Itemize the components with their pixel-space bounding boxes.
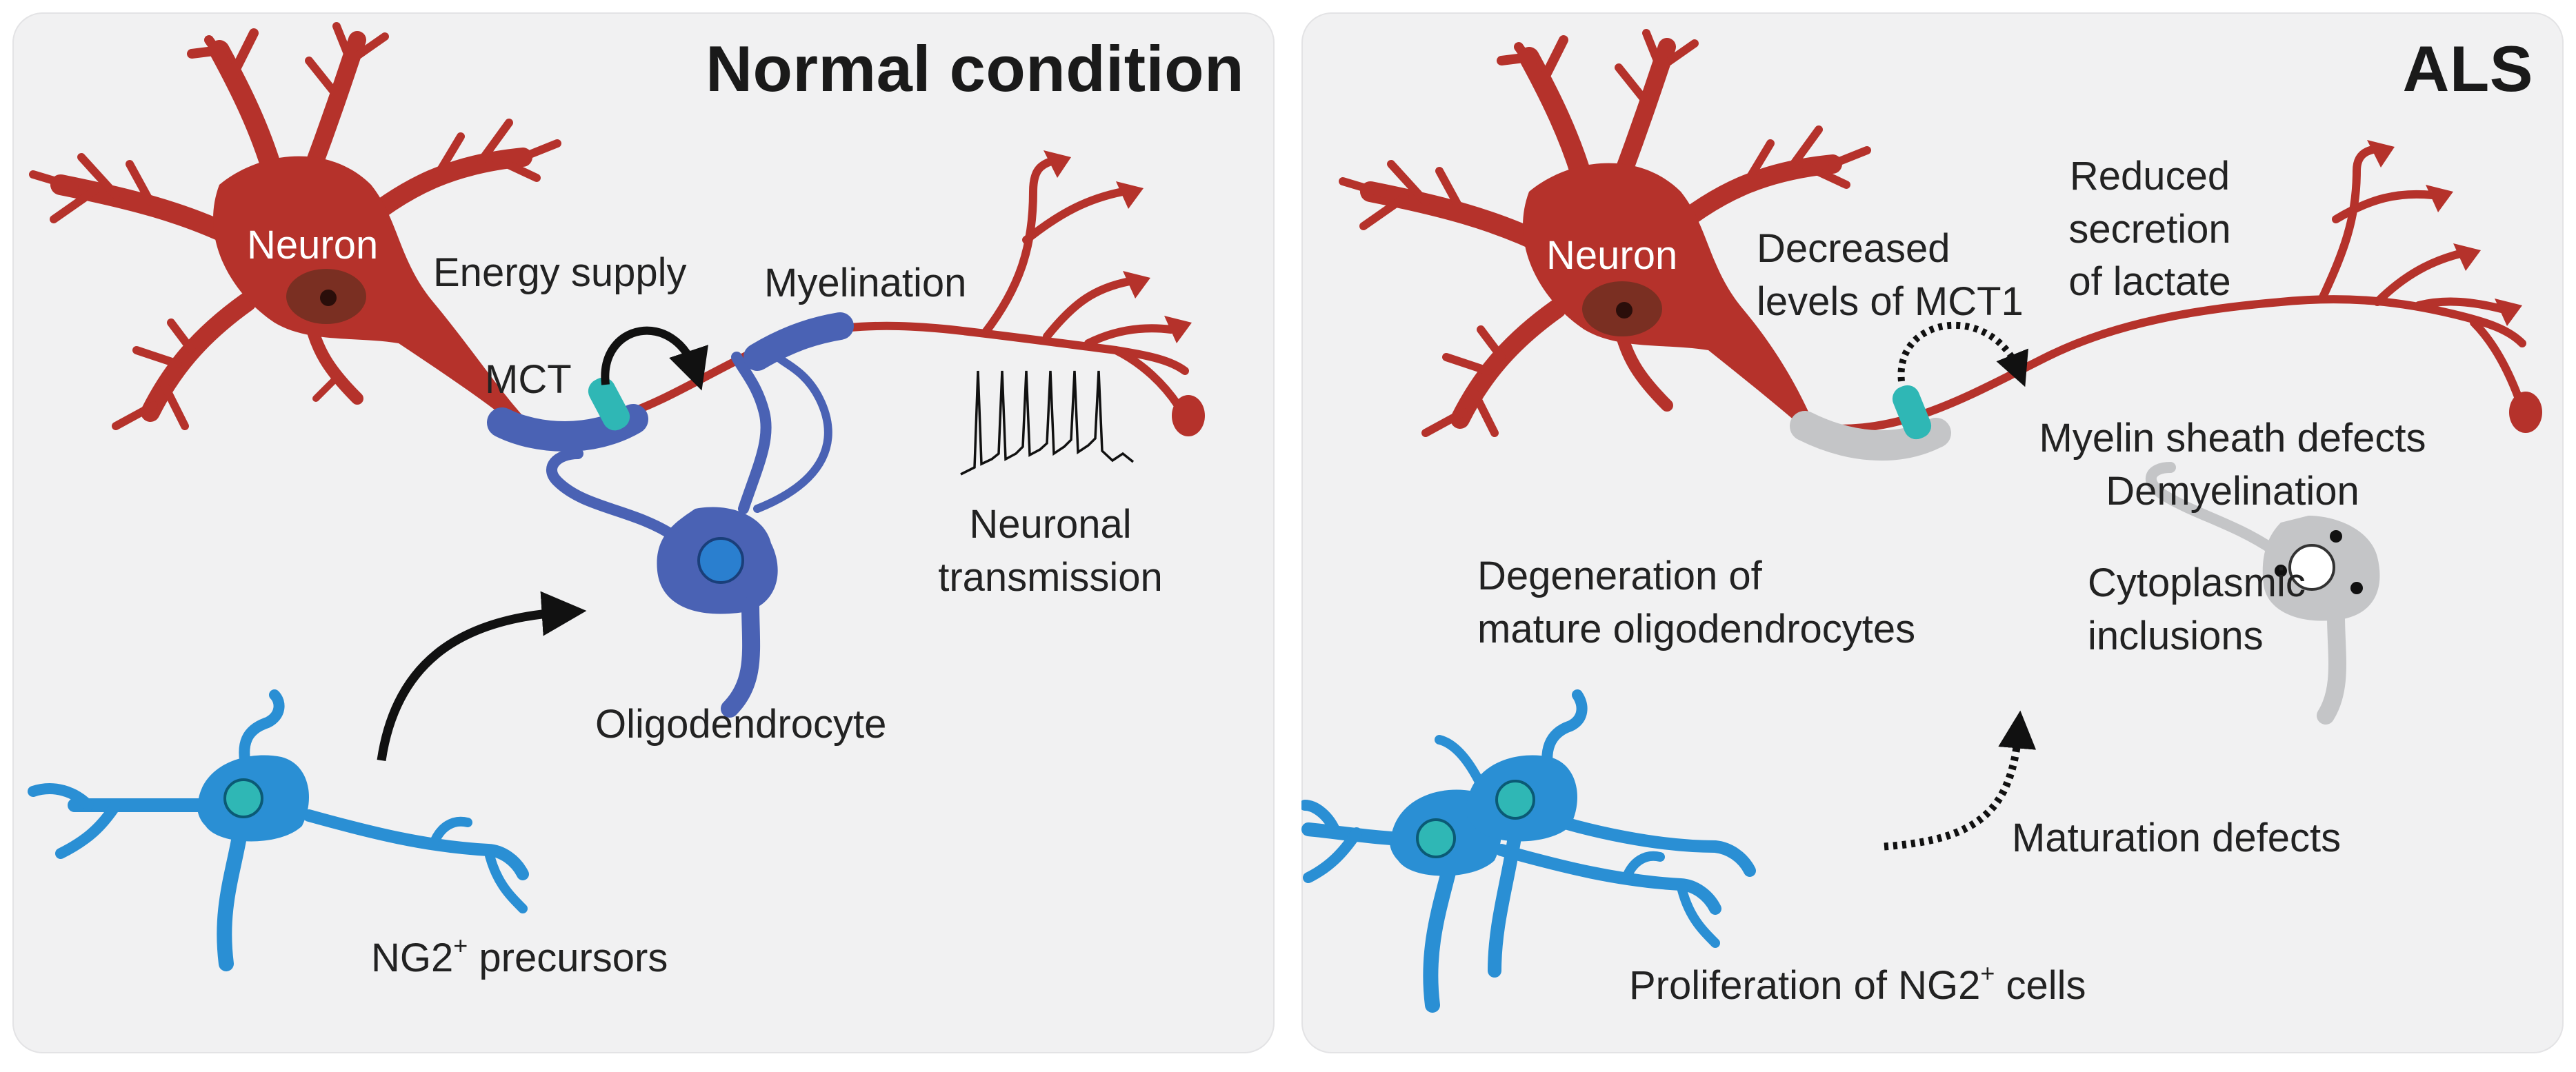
panel-title: Normal condition [706,32,1244,105]
ng2-cell-1-nucleus [1416,818,1456,858]
panel-title-als: ALS [2402,32,2533,105]
inclusion-dot [2275,565,2287,577]
ng2-precursor-nucleus [223,778,263,818]
mct-label: MCT [485,357,572,402]
reduced-line-3: of lactate [2068,259,2231,305]
als-diagram-svg [1301,29,2542,1013]
neuronal-transmission-label: Neuronal transmission [923,498,1178,604]
reduced-line-2: secretion [2068,206,2231,252]
myelin-line-2: Demyelination [2106,468,2359,514]
maturation-arrow [1884,710,2037,851]
reduced-lactate-label: Reduced secretion of lactate [2019,150,2281,309]
degeneration-line-1: Degeneration of [1477,554,1762,598]
maturation-defects-label: Maturation defects [2012,816,2342,860]
degeneration-label: Degeneration of mature oligodendrocytes [1477,550,1915,656]
differentiation-arrow [377,591,587,761]
proliferation-sup: + [1980,959,1995,987]
decreased-mct-arrow [1897,321,2028,387]
normal-diagram-svg [28,22,1205,971]
myelin-line-1: Myelin sheath defects [2039,416,2426,461]
myelin-defects-label: Myelin sheath defects Demyelination [1991,412,2474,518]
ng2-precursors-suffix: precursors [468,936,668,981]
cytoplasmic-inclusions-label: Cytoplasmic inclusions [2088,557,2306,663]
inclusions-line-2: inclusions [2088,613,2264,658]
neuronal-transmission-line-1: Neuronal [969,502,1132,547]
ng2-precursors-label: NG2+ precursors [371,929,668,985]
degeneration-line-2: mature oligodendrocytes [1477,606,1916,651]
als-neuron-axon [1801,295,2526,433]
proliferation-suffix: cells [1995,963,2086,1009]
decreased-mct1-label: Decreased levels of MCT1 [1757,223,2024,328]
mct-transporter [588,377,630,431]
energy-supply-label: Energy supply [433,250,687,295]
inclusion-dot [2330,530,2342,543]
panel-normal-condition: Normal condition Neuron Energy supply MC… [12,12,1275,1053]
proliferating-ng2-cells [1301,689,1756,1013]
neuronal-transmission-line-2: transmission [938,554,1163,600]
ng2-cell-2-nucleus [1495,780,1535,820]
decreased-line-2: levels of MCT1 [1757,279,2024,324]
neuron-nucleolus [320,290,337,306]
degenerated-oligodendrocyte [1790,411,2380,725]
als-axon-terminals [2318,145,2523,403]
oligodendrocyte [487,312,854,718]
als-mct-transporter [1892,385,1932,440]
als-neuron-label: Neuron [1546,233,1678,278]
ng2-precursors-prefix: NG2 [371,936,454,981]
proliferation-label: Proliferation of NG2+ cells [1629,957,2086,1013]
als-neuron-nucleolus [1616,302,1633,318]
energy-arrow [601,326,708,391]
inclusions-line-1: Cytoplasmic [2088,560,2306,605]
inclusion-dot [2350,582,2363,594]
neuron-label: Neuron [247,223,379,267]
panel-als: ALS Neuron Decreased levels of MCT1 Redu… [1301,12,2564,1053]
axon-terminals [981,156,1182,409]
proliferation-prefix: Proliferation of NG2 [1629,963,1981,1009]
degenerated-nucleus [2288,544,2335,591]
oligodendrocyte-label: Oligodendrocyte [595,702,887,747]
synaptic-boutons [1044,150,1205,436]
ng2-precursors-sup: + [453,931,468,960]
myelination-label: Myelination [764,261,967,305]
reduced-line-1: Reduced [2069,154,2230,199]
als-neuron-soma [1523,163,1812,429]
action-potential-trace [960,370,1135,476]
decreased-line-1: Decreased [1757,226,1950,271]
als-synaptic-boutons [2367,140,2542,433]
neuron-cell [29,22,561,430]
neuron-soma [213,156,523,426]
